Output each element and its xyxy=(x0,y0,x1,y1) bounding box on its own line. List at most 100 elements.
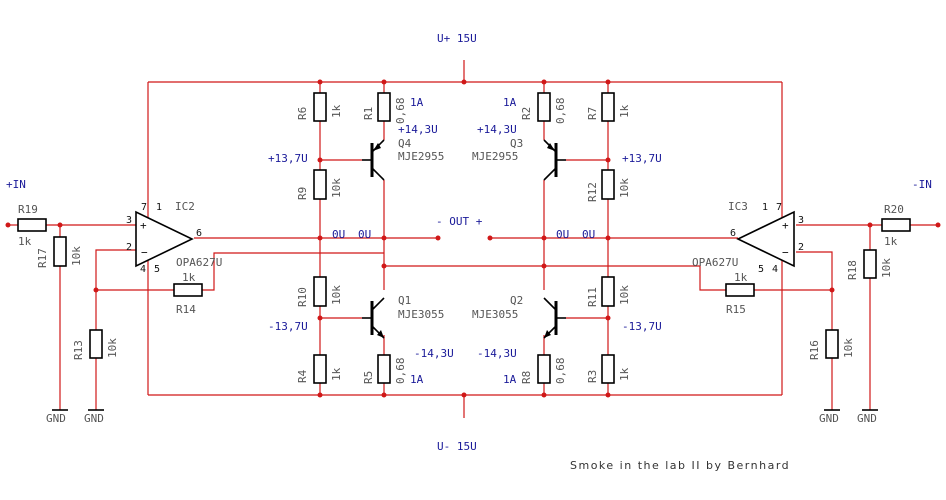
svg-text:1: 1 xyxy=(156,202,162,213)
gnd-label: GND xyxy=(819,412,839,425)
svg-text:R4: R4 xyxy=(296,369,309,383)
svg-text:10k: 10k xyxy=(618,178,631,198)
svg-text:7: 7 xyxy=(776,202,782,213)
resistor-r9[interactable]: R9 10k xyxy=(296,169,343,200)
svg-text:+: + xyxy=(782,219,789,232)
voltage-annotations: +13,7U +13,7U +14,3U +14,3U -13,7U -13,7… xyxy=(268,123,662,360)
resistor-r12[interactable]: R12 10k xyxy=(586,169,631,202)
svg-text:10k: 10k xyxy=(70,246,83,266)
svg-text:4: 4 xyxy=(140,264,146,275)
svg-text:R12: R12 xyxy=(586,182,599,202)
junction-dots xyxy=(5,79,941,398)
svg-text:-14,3U: -14,3U xyxy=(477,347,517,360)
svg-text:Q4: Q4 xyxy=(398,137,412,150)
resistor-r7[interactable]: R7 1k xyxy=(586,92,631,122)
resistor-r8[interactable]: R8 0,68 1A xyxy=(503,354,567,386)
resistor-r2[interactable]: R2 0,68 1A xyxy=(503,92,567,124)
svg-text:2: 2 xyxy=(798,242,804,253)
svg-text:10k: 10k xyxy=(880,258,893,278)
svg-text:1A: 1A xyxy=(410,373,424,386)
svg-text:6: 6 xyxy=(196,228,202,239)
svg-text:1: 1 xyxy=(762,202,768,213)
svg-text:R17: R17 xyxy=(36,248,49,268)
svg-text:0U: 0U xyxy=(358,228,371,241)
svg-text:R9: R9 xyxy=(296,187,309,200)
svg-text:MJE2955: MJE2955 xyxy=(398,150,444,163)
svg-text:+: + xyxy=(140,219,147,232)
svg-text:+14,3U: +14,3U xyxy=(477,123,517,136)
resistor-r13[interactable]: R13 10k xyxy=(72,329,119,360)
resistor-r16[interactable]: R16 10k xyxy=(808,329,855,360)
svg-text:2: 2 xyxy=(126,242,132,253)
resistor-r6[interactable]: R6 1k xyxy=(296,92,343,122)
svg-text:4: 4 xyxy=(772,264,778,275)
resistor-r4[interactable]: R4 1k xyxy=(296,354,343,384)
svg-text:7: 7 xyxy=(141,202,147,213)
svg-text:0U: 0U xyxy=(556,228,569,241)
svg-text:R15: R15 xyxy=(726,303,746,316)
resistor-r18[interactable]: R18 10k xyxy=(846,249,893,280)
svg-text:R16: R16 xyxy=(808,340,821,360)
svg-text:-13,7U: -13,7U xyxy=(268,320,308,333)
svg-text:10k: 10k xyxy=(618,285,631,305)
svg-text:R10: R10 xyxy=(296,287,309,307)
svg-text:1A: 1A xyxy=(410,96,424,109)
svg-text:3: 3 xyxy=(798,215,804,226)
svg-text:+13,7U: +13,7U xyxy=(268,152,308,165)
svg-text:Q2: Q2 xyxy=(510,294,523,307)
svg-text:-14,3U: -14,3U xyxy=(414,347,454,360)
svg-text:10k: 10k xyxy=(330,178,343,198)
svg-text:1A: 1A xyxy=(503,96,517,109)
svg-text:10k: 10k xyxy=(106,338,119,358)
resistor-r5[interactable]: R5 0,68 1A xyxy=(362,354,424,386)
svg-text:R20: R20 xyxy=(884,203,904,216)
resistor-r14[interactable]: 1k R14 xyxy=(173,271,203,316)
input-negative-label: -IN xyxy=(912,178,932,191)
svg-text:10k: 10k xyxy=(330,285,343,305)
transistor-q4[interactable]: Q4 MJE2955 xyxy=(362,137,444,181)
svg-text:0U: 0U xyxy=(582,228,595,241)
resistor-r17[interactable]: R17 10k xyxy=(36,236,83,268)
ic3-name: IC3 xyxy=(728,200,748,213)
svg-text:0,68: 0,68 xyxy=(394,98,407,125)
input-positive-label: +IN xyxy=(6,178,26,191)
resistor-r19[interactable]: R19 1k xyxy=(17,203,47,248)
resistor-r3[interactable]: R3 1k xyxy=(586,354,631,384)
svg-text:R11: R11 xyxy=(586,287,599,307)
ic2-name: IC2 xyxy=(175,200,195,213)
svg-text:R3: R3 xyxy=(586,370,599,383)
svg-text:MJE3055: MJE3055 xyxy=(398,308,444,321)
svg-text:1k: 1k xyxy=(734,271,748,284)
svg-text:MJE3055: MJE3055 xyxy=(472,308,518,321)
svg-text:1A: 1A xyxy=(503,373,517,386)
rail-positive-label: U+ 15U xyxy=(437,32,477,45)
gnd-label: GND xyxy=(857,412,877,425)
svg-text:6: 6 xyxy=(730,228,736,239)
svg-text:1k: 1k xyxy=(182,271,196,284)
svg-text:Q3: Q3 xyxy=(510,137,523,150)
resistor-r1[interactable]: R1 0,68 1A xyxy=(362,92,424,125)
transistor-q1[interactable]: Q1 MJE3055 xyxy=(362,294,444,339)
svg-text:0U: 0U xyxy=(332,228,345,241)
svg-text:+14,3U: +14,3U xyxy=(398,123,438,136)
svg-text:R7: R7 xyxy=(586,107,599,120)
svg-text:5: 5 xyxy=(154,264,160,275)
opamp-ic3[interactable]: + − IC3 OPA627U 3 2 6 7 1 4 5 xyxy=(692,200,804,275)
svg-text:R18: R18 xyxy=(846,260,859,280)
svg-text:R8: R8 xyxy=(520,371,533,384)
svg-text:-13,7U: -13,7U xyxy=(622,320,662,333)
svg-text:MJE2955: MJE2955 xyxy=(472,150,518,163)
svg-text:0,68: 0,68 xyxy=(554,358,567,385)
resistor-r11[interactable]: R11 10k xyxy=(586,276,631,307)
svg-text:1k: 1k xyxy=(18,235,32,248)
svg-text:−: − xyxy=(782,246,789,259)
svg-text:R13: R13 xyxy=(72,340,85,360)
transistor-q2[interactable]: Q2 MJE3055 xyxy=(472,294,566,339)
resistor-r10[interactable]: R10 10k xyxy=(296,276,343,307)
resistor-r15[interactable]: 1k R15 xyxy=(725,271,755,316)
resistor-r20[interactable]: R20 1k xyxy=(881,203,911,248)
opamp-ic2[interactable]: + − IC2 OPA627U 3 2 6 7 1 4 5 xyxy=(126,200,222,275)
transistor-q3[interactable]: Q3 MJE2955 xyxy=(472,137,566,181)
svg-text:−: − xyxy=(141,246,148,259)
gnd-label: GND xyxy=(84,412,104,425)
